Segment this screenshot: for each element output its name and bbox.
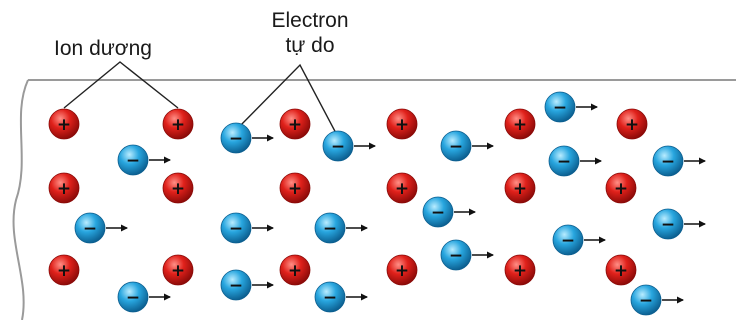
free-electron: − <box>423 197 475 227</box>
negative-sign: − <box>229 276 243 296</box>
negative-sign: − <box>661 215 675 235</box>
positive-ion: + <box>387 109 417 139</box>
positive-ion: + <box>617 109 647 139</box>
free-electron: − <box>323 131 375 161</box>
positive-ion: + <box>505 255 535 285</box>
negative-sign: − <box>323 219 337 239</box>
negative-sign: − <box>661 152 675 172</box>
free-electron: − <box>653 209 705 239</box>
free-electron: − <box>653 146 705 176</box>
free-electron: − <box>221 213 273 243</box>
positive-ion: + <box>49 255 79 285</box>
free-electron: − <box>553 225 605 255</box>
negative-sign: − <box>553 98 567 118</box>
electron-label-line1: Electron <box>271 9 348 32</box>
positive-sign: + <box>288 115 302 135</box>
free-electron: − <box>118 282 170 312</box>
positive-ion: + <box>387 255 417 285</box>
negative-sign: − <box>83 219 97 239</box>
free-electron: − <box>221 123 273 153</box>
positive-ion: + <box>387 173 417 203</box>
free-electron: − <box>221 270 273 300</box>
free-electron: − <box>118 145 170 175</box>
positive-sign: + <box>57 115 71 135</box>
positive-sign: + <box>288 179 302 199</box>
positive-ion: + <box>606 255 636 285</box>
electron-label-line2: tự do <box>285 34 334 57</box>
free-electron: − <box>441 131 493 161</box>
positive-ion: + <box>505 173 535 203</box>
positive-ion: + <box>280 173 310 203</box>
positive-ion: + <box>163 109 193 139</box>
negative-sign: − <box>331 137 345 157</box>
negative-sign: − <box>431 203 445 223</box>
positive-sign: + <box>171 261 185 281</box>
negative-sign: − <box>557 152 571 172</box>
negative-sign: − <box>323 288 337 308</box>
positive-sign: + <box>395 115 409 135</box>
positive-sign: + <box>513 115 527 135</box>
ion-label: Ion dương <box>54 37 152 60</box>
positive-sign: + <box>171 115 185 135</box>
positive-ion: + <box>49 173 79 203</box>
negative-sign: − <box>229 219 243 239</box>
positive-ion: + <box>606 173 636 203</box>
negative-sign: − <box>229 129 243 149</box>
positive-ion: + <box>163 173 193 203</box>
positive-sign: + <box>513 261 527 281</box>
positive-sign: + <box>614 261 628 281</box>
negative-sign: − <box>449 137 463 157</box>
positive-ion: + <box>280 255 310 285</box>
negative-sign: − <box>561 231 575 251</box>
free-electron: − <box>315 282 367 312</box>
positive-sign: + <box>171 179 185 199</box>
positive-ion: + <box>49 109 79 139</box>
positive-sign: + <box>513 179 527 199</box>
free-electron: − <box>631 285 683 315</box>
positive-sign: + <box>288 261 302 281</box>
ion-leader-line <box>64 62 178 108</box>
free-electron: − <box>75 213 127 243</box>
positive-sign: + <box>395 261 409 281</box>
positive-ion: + <box>505 109 535 139</box>
negative-sign: − <box>449 246 463 266</box>
negative-sign: − <box>126 288 140 308</box>
free-electron: − <box>545 92 597 122</box>
positive-sign: + <box>614 179 628 199</box>
positive-sign: + <box>57 261 71 281</box>
positive-ion: + <box>280 109 310 139</box>
negative-sign: − <box>639 291 653 311</box>
negative-sign: − <box>126 151 140 171</box>
free-electron: − <box>315 213 367 243</box>
free-electron: − <box>549 146 601 176</box>
positive-sign: + <box>625 115 639 135</box>
positive-sign: + <box>57 179 71 199</box>
positive-ion: + <box>163 255 193 285</box>
positive-sign: + <box>395 179 409 199</box>
free-electron: − <box>441 240 493 270</box>
particles-layer: ++++++++++++++++++−−−−−−−−−−−−−−−−−− <box>49 92 705 315</box>
